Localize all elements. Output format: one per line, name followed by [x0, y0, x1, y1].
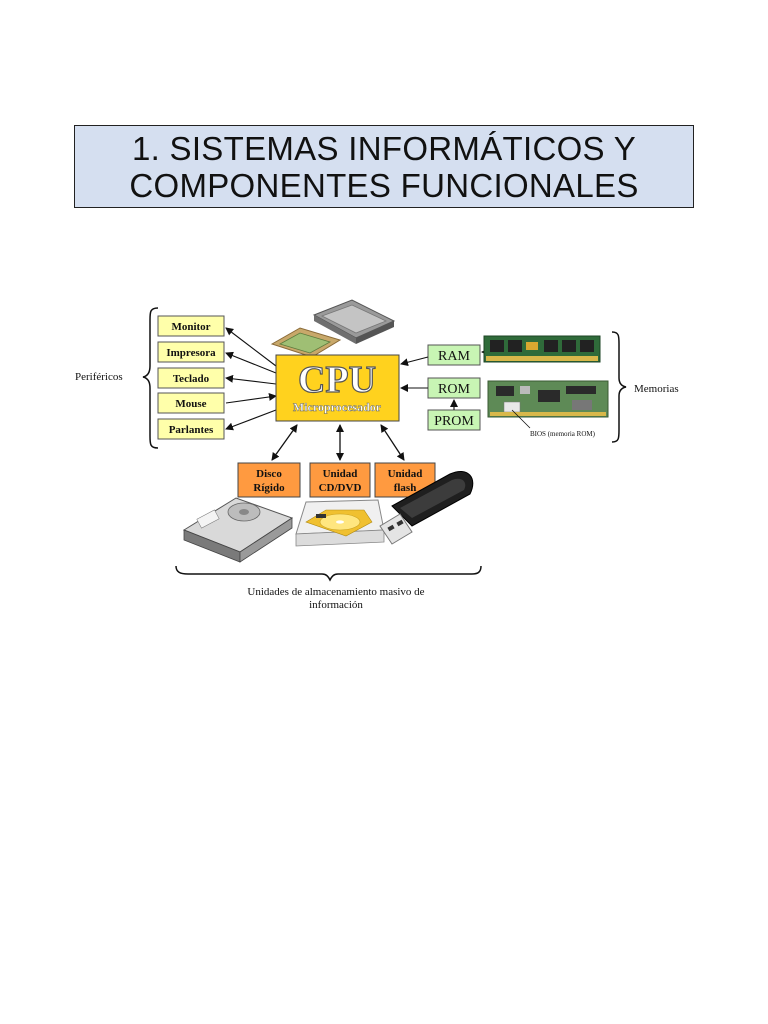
almacenamiento-brace — [175, 565, 482, 582]
perifericos-label: Periféricos — [75, 371, 123, 383]
arrow-to-monitor — [225, 327, 277, 367]
peripheral-box-parlantes: Parlantes — [157, 418, 225, 440]
storage-box-flash: Unidad flash — [374, 462, 436, 498]
storage-label-line1: Unidad — [388, 468, 423, 480]
title-box: 1. SISTEMAS INFORMÁTICOS Y COMPONENTES F… — [74, 125, 694, 208]
memorias-brace — [611, 331, 627, 443]
cpu-box: CPU Microprocesador — [275, 354, 400, 422]
peripheral-box-monitor: Monitor — [157, 315, 225, 337]
usb-flash-drive-icon — [379, 471, 474, 545]
title-line-2: COMPONENTES FUNCIONALES — [129, 166, 639, 204]
bios-label: BIOS (memoria ROM) — [530, 430, 596, 438]
storage-box-disco-rigido: Disco Rígido — [237, 462, 301, 498]
memory-box-prom: PROM — [427, 409, 481, 431]
storage-box-cd-dvd: Unidad CD/DVD — [309, 462, 371, 498]
peripheral-label: Monitor — [171, 321, 210, 333]
arrow-to-mouse — [225, 393, 277, 404]
cpu-sublabel: Microprocesador — [293, 400, 382, 414]
arrow-cpu-disco — [271, 424, 298, 461]
storage-label-line2: CD/DVD — [319, 482, 362, 494]
storage-label-line2: Rígido — [253, 482, 285, 494]
storage-label-line2: flash — [394, 482, 417, 494]
peripheral-box-teclado: Teclado — [157, 367, 225, 389]
peripheral-label: Mouse — [175, 398, 206, 410]
almacenamiento-label-line2: información — [309, 599, 363, 611]
storage-label-line1: Disco — [256, 468, 282, 480]
rom-board-icon — [487, 380, 609, 429]
peripheral-label: Teclado — [173, 373, 210, 385]
title-line-1: 1. SISTEMAS INFORMÁTICOS Y — [131, 129, 637, 167]
memory-box-rom: ROM — [427, 377, 481, 399]
perifericos-brace — [142, 307, 159, 449]
arrow-ram-to-cpu — [400, 356, 429, 367]
processor-chip-icon — [270, 299, 396, 358]
arrow-cpu-flash — [380, 424, 405, 461]
memory-label: ROM — [438, 382, 470, 397]
memorias-label: Memorias — [634, 383, 679, 395]
memory-box-ram: RAM — [427, 344, 481, 366]
memory-label: RAM — [438, 349, 470, 364]
hard-disk-icon — [182, 497, 294, 563]
arrow-to-teclado — [225, 374, 277, 385]
peripheral-box-impresora: Impresora — [157, 341, 225, 363]
storage-label-line1: Unidad — [323, 468, 358, 480]
peripheral-box-mouse: Mouse — [157, 392, 225, 414]
peripheral-label: Parlantes — [169, 424, 214, 436]
arrow-to-parlantes — [225, 409, 277, 431]
ram-module-icon — [483, 335, 601, 363]
cpu-label: CPU — [298, 359, 376, 401]
almacenamiento-label-line1: Unidades de almacenamiento masivo de — [247, 586, 424, 598]
memory-label: PROM — [434, 414, 474, 429]
cd-dvd-drive-icon — [295, 499, 385, 547]
peripheral-label: Impresora — [166, 347, 216, 359]
arrow-to-impresora — [225, 351, 277, 374]
